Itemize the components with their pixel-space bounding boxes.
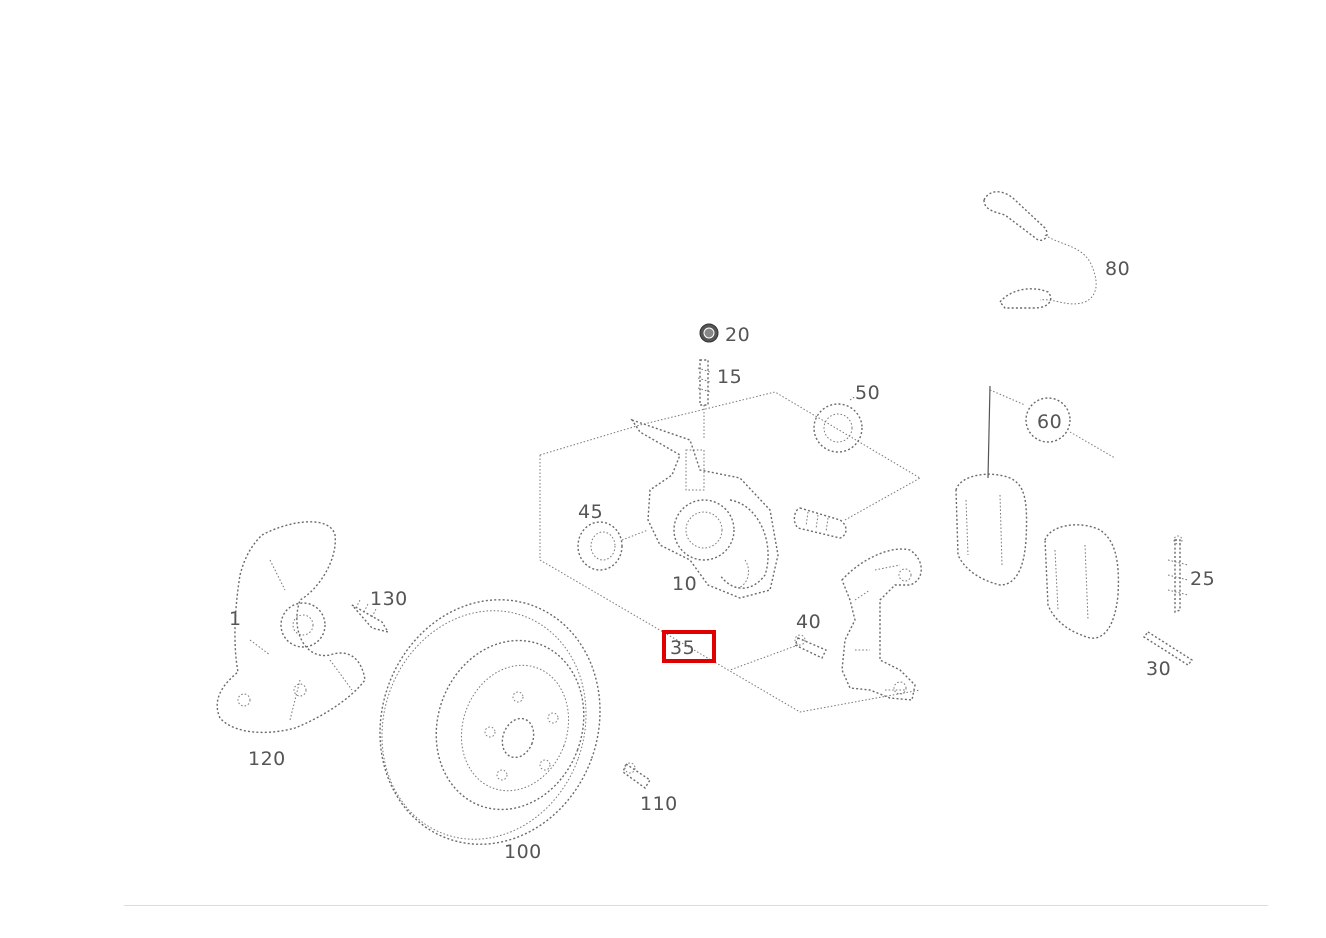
- callout-100: 100: [504, 841, 542, 863]
- part-110-screw[interactable]: [622, 762, 651, 790]
- part-10-brake-caliper[interactable]: [630, 418, 779, 599]
- callout-40: 40: [796, 611, 821, 633]
- caliper-bracket[interactable]: [841, 548, 922, 701]
- callout-1: 1: [229, 608, 242, 630]
- callout-130: 130: [370, 588, 408, 610]
- callout-10: 10: [672, 573, 697, 595]
- part-20-dust-cap[interactable]: [699, 323, 719, 343]
- callout-45: 45: [578, 501, 603, 523]
- callout-35: 35: [670, 637, 695, 659]
- callout-60: 60: [1037, 411, 1062, 433]
- callout-110: 110: [640, 793, 678, 815]
- part-80-wear-sensor[interactable]: [983, 191, 1097, 309]
- part-15-bleeder-screw[interactable]: [697, 359, 711, 440]
- callout-35-highlight-box: [662, 630, 716, 663]
- guide-pin[interactable]: [793, 477, 921, 539]
- part-130-bolt[interactable]: [351, 599, 390, 634]
- part-60-brake-pads[interactable]: [955, 385, 1120, 639]
- callout-15: 15: [717, 366, 742, 388]
- part-100-brake-disc[interactable]: [346, 569, 634, 876]
- part-45-seal[interactable]: [577, 521, 649, 571]
- part-1-steering-knuckle[interactable]: [216, 521, 366, 734]
- callout-30: 30: [1146, 658, 1171, 680]
- part-30-pin[interactable]: [1142, 631, 1194, 666]
- part-40-bolt[interactable]: [729, 634, 827, 671]
- footer-divider: [124, 905, 1268, 906]
- callout-50: 50: [855, 382, 880, 404]
- callout-20: 20: [725, 324, 750, 346]
- part-25-spring[interactable]: [1167, 535, 1189, 614]
- caliper-group-outline: [539, 391, 921, 713]
- callout-80: 80: [1105, 258, 1130, 280]
- callout-25: 25: [1190, 568, 1215, 590]
- part-50-piston[interactable]: [813, 395, 863, 453]
- callout-120: 120: [248, 748, 286, 770]
